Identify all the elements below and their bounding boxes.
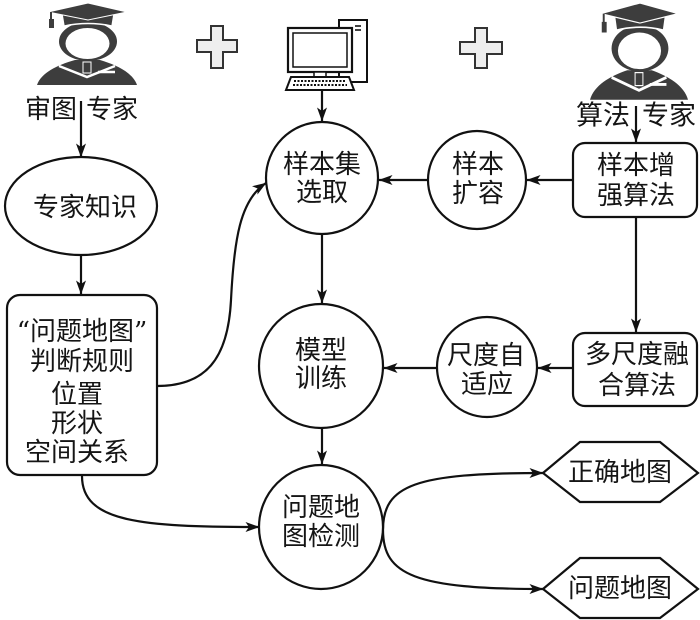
circle-shape xyxy=(426,129,528,231)
node-problem-map-detection: 问题地 图检测 xyxy=(257,463,385,591)
node-judgment-rules: “问题地图” 判断规则 位置 形状 空间关系 xyxy=(5,293,159,477)
node-label-line: 图检测 xyxy=(282,522,360,552)
node-label-line: 扩容 xyxy=(452,179,504,209)
node-label-line: 强算法 xyxy=(597,181,675,211)
node-correct-map: 正确地图 xyxy=(541,440,700,504)
node-label-line: 样本集 xyxy=(283,150,361,180)
node-sample-set-selection: 样本集 选取 xyxy=(264,120,380,236)
circle-shape xyxy=(257,463,385,591)
node-label-line: 合算法 xyxy=(598,371,676,401)
review-expert-label-part1: 审图 xyxy=(25,95,77,125)
node-label-line: 样本增 xyxy=(597,151,675,181)
circle-shape xyxy=(257,302,385,430)
plus-icon xyxy=(196,25,238,69)
node-label-line: 位置 xyxy=(51,380,103,410)
node-label: 问题地图 xyxy=(568,574,672,604)
node-label-line: 问题地 xyxy=(282,493,360,523)
node-label: 专家知识 xyxy=(33,193,137,223)
algorithm-expert-label-part1: 算法 xyxy=(576,101,630,132)
algorithm-expert: 算法 专家 xyxy=(576,1,696,132)
hexagon-shape xyxy=(541,556,700,620)
node-label-line: 适应 xyxy=(461,370,513,400)
node-label-line: 判断规则 xyxy=(30,347,134,377)
edges xyxy=(76,90,641,594)
node-label-line: 空间关系 xyxy=(25,438,129,468)
node-label-line: 样本 xyxy=(452,150,504,180)
node-label-line: 选取 xyxy=(296,178,348,208)
node-expert-knowledge: 专家知识 xyxy=(3,155,159,257)
node-multiscale-fusion-algorithm: 多尺度融 合算法 xyxy=(571,331,699,408)
computer-icon xyxy=(284,19,368,91)
hexagon-shape xyxy=(541,440,700,504)
ellipse-shape xyxy=(3,155,159,257)
node-label: 正确地图 xyxy=(568,458,672,488)
circle-shape xyxy=(264,120,380,236)
node-label-line: 尺度自 xyxy=(447,341,525,371)
algorithm-expert-label-part2: 专家 xyxy=(642,101,696,132)
node-label-line: “问题地图” xyxy=(17,317,148,347)
edge-detection-to-problem-map xyxy=(381,529,544,594)
circle-shape xyxy=(435,315,539,419)
review-expert-label-part2: 专家 xyxy=(86,95,138,125)
node-model-training: 模型 训练 xyxy=(257,302,385,430)
graduate-icon xyxy=(588,1,690,102)
node-label-line: 模型 xyxy=(295,336,347,366)
rounded-rect-shape xyxy=(5,293,159,477)
node-sample-expansion: 样本 扩容 xyxy=(426,129,528,231)
edge-detection-to-correct-map xyxy=(381,468,544,531)
node-problem-map: 问题地图 xyxy=(541,556,700,620)
node-sample-augmentation-algorithm: 样本增 强算法 xyxy=(571,141,699,219)
node-label-line: 多尺度融 xyxy=(585,340,689,370)
node-scale-adaptation: 尺度自 适应 xyxy=(435,315,539,419)
rounded-rect-shape xyxy=(571,141,699,219)
plus-icon xyxy=(459,27,503,69)
rounded-rect-shape xyxy=(571,331,699,408)
review-expert: 审图 专家 xyxy=(25,1,139,125)
edge-rules-to-detection xyxy=(80,475,260,532)
edge-rules-to-sample-selection xyxy=(156,182,267,388)
graduate-icon xyxy=(35,1,139,87)
node-label-line: 形状 xyxy=(51,409,103,439)
node-label-line: 训练 xyxy=(295,364,347,394)
